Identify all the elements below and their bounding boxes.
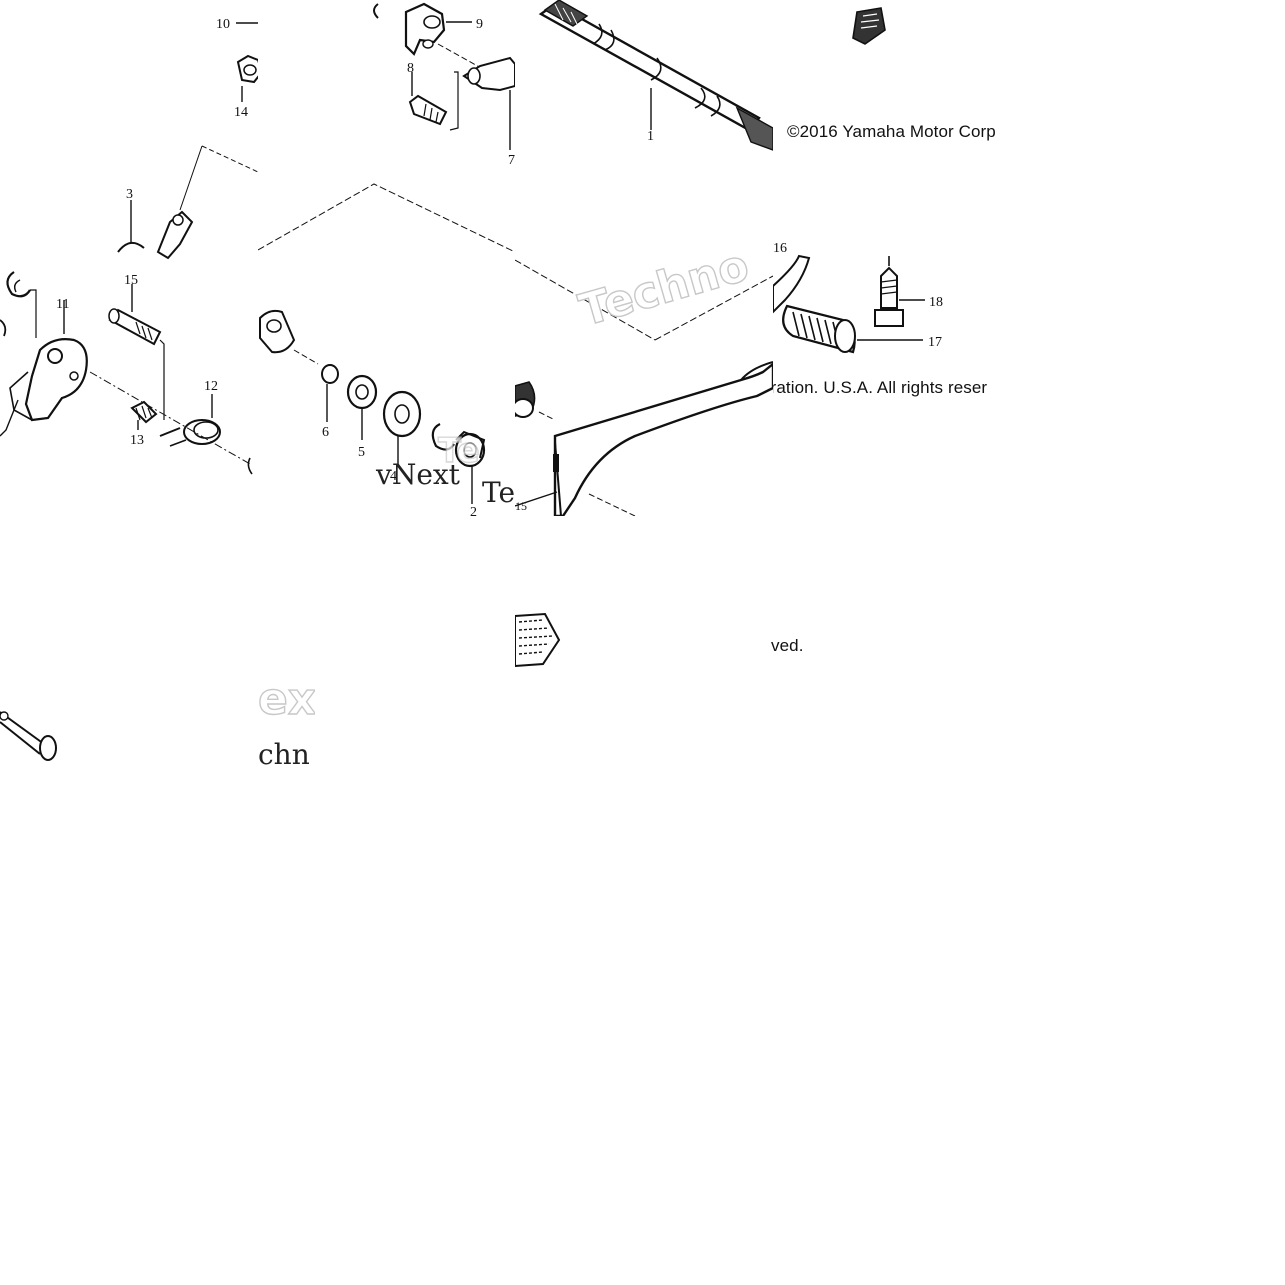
callout-16: 16 [773,241,787,256]
rod-end-part [156,210,194,260]
lever-part-11 [0,319,88,437]
pin-part-15 [108,308,162,346]
callout-4: 4 [390,469,397,484]
washer-part-4 [382,390,422,438]
bushing-small-part [515,381,536,418]
watermark-te-text: Te [482,476,515,509]
link-arm-part [462,56,515,92]
left-assembly-drawing: 10 14 3 [0,17,258,475]
diagram-tile-copyright: ©2016 Yamaha Motor Corp [773,0,1031,168]
watermark-ex-text: ex [258,674,315,725]
linkage-drawing: 9 8 7 [373,2,515,168]
rubber-pad-part [515,612,561,668]
callout-15b: 15 [515,499,527,513]
callout-1: 1 [647,129,654,144]
copyright-text-line1: ©2016 Yamaha Motor Corp [787,122,996,141]
clamp-part-9 [404,2,446,56]
callout-14: 14 [234,105,248,120]
diagram-tile-top-left: 10 14 3 [0,0,258,478]
washers-drawing: 6 5 2 4 Te vNext Te [258,183,515,516]
pedal-drawing: Techno 15 [515,239,773,516]
watermark-techno-text: Techno [574,240,754,337]
bolt-part-13 [130,400,158,424]
callout-15: 15 [124,273,138,288]
callout-13: 13 [130,433,144,448]
diagram-tile-top-center: 9 8 7 [370,0,515,168]
bushing-part-5 [346,374,378,410]
diagram-tile-footpeg: 16 17 18 oration. U.S.A. All rights rese… [773,236,1031,406]
diagram-tile-shaft: 1 [515,0,773,168]
watermark-chn-text: chn [258,738,310,771]
copyright-text-line2: oration. U.S.A. All rights reser [773,378,988,397]
callout-7: 7 [508,153,515,168]
callout-11: 11 [56,297,69,312]
pad-drawing [515,612,561,668]
diagram-tile-pedal: Techno 15 [515,236,773,516]
collar-part-2 [454,430,486,468]
screw-part-8 [408,94,448,126]
callout-10: 10 [216,17,230,32]
lower-left-drawing: ex chn [0,673,315,771]
circlip-part [431,423,455,451]
footpeg-fragment-drawing [852,7,886,45]
shaft-drawing: 1 [538,0,773,151]
shaft-part-1 [538,0,773,151]
watermark-vnext-text: vNext [375,458,461,491]
oring-part-6 [321,364,339,384]
callout-8: 8 [407,61,414,76]
callout-2: 2 [470,505,477,516]
spring-part-12 [159,419,221,447]
pedal-lever-part-16 [553,361,773,516]
rod-part-bottom [0,711,57,761]
callout-12: 12 [204,379,218,394]
footpeg-drawing: 16 17 18 [773,241,943,354]
joint-part [259,309,296,354]
callout-3: 3 [126,187,133,202]
callout-5: 5 [358,445,365,460]
diagram-tile-lower-left: ex chn [0,668,315,772]
callout-18: 18 [929,295,943,310]
footpeg-part-17 [773,254,856,354]
callout-17: 17 [928,335,942,350]
copyright-text-line3: ved. [771,636,804,655]
callout-6: 6 [322,425,329,440]
diagram-tile-lower-center: ved. [515,600,815,670]
diagram-tile-middle: 6 5 2 4 Te vNext Te [258,168,515,516]
callout-9: 9 [476,17,483,32]
bolt-part-18 [874,256,904,327]
foot-peg-pad-part [852,7,886,45]
nut-part-14 [236,54,258,84]
watermark-faded-letters: Te [438,431,480,471]
